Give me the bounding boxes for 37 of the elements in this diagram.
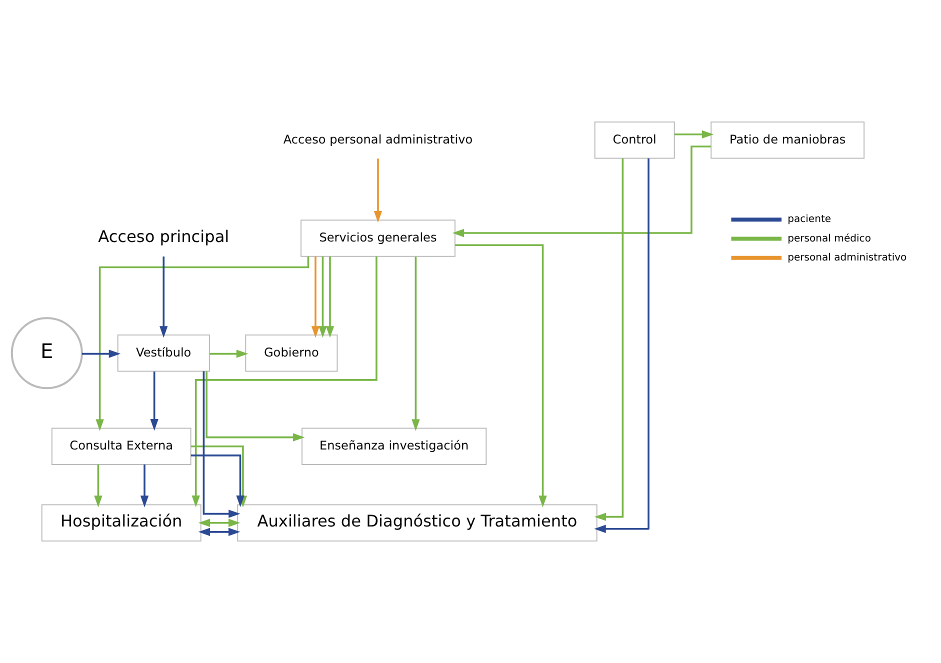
legend-label: personal administrativo <box>788 252 907 264</box>
arrow <box>326 256 334 338</box>
arrow <box>452 146 711 238</box>
arrow <box>594 158 624 521</box>
node-circle: E <box>10 317 83 390</box>
arrow <box>202 371 240 518</box>
node-text: Acceso principal <box>98 227 230 246</box>
node-box: Servicios generales <box>300 220 456 257</box>
arrow <box>198 518 240 527</box>
arrow <box>455 244 547 508</box>
arrow <box>210 350 248 358</box>
arrow <box>674 130 714 138</box>
arrow <box>594 158 650 533</box>
arrow <box>94 464 102 508</box>
legend-label: paciente <box>788 214 832 226</box>
arrow <box>206 371 305 442</box>
node-box: Enseñanza investigación <box>302 428 487 465</box>
node-box: Consulta Externa <box>51 428 192 465</box>
node-text: Acceso personal administrativo <box>283 132 473 146</box>
arrow <box>374 158 382 223</box>
arrow <box>160 256 168 338</box>
node-box: Auxiliares de Diagnóstico y Tratamiento <box>237 504 598 542</box>
node-box: Gobierno <box>245 334 338 372</box>
arrow <box>190 454 244 508</box>
node-box: Vestíbulo <box>117 334 210 372</box>
arrow <box>198 528 240 536</box>
arrow <box>311 256 320 338</box>
arrow <box>140 464 149 508</box>
node-box: Control <box>594 122 675 159</box>
node-box: Hospitalización <box>41 504 202 542</box>
node-box: Patio de maniobras <box>710 122 865 159</box>
arrow <box>82 350 121 358</box>
arrow <box>96 256 310 431</box>
legend-label: personal médico <box>788 233 871 244</box>
arrow <box>318 256 327 338</box>
arrow <box>150 372 158 431</box>
arrow <box>412 256 420 431</box>
